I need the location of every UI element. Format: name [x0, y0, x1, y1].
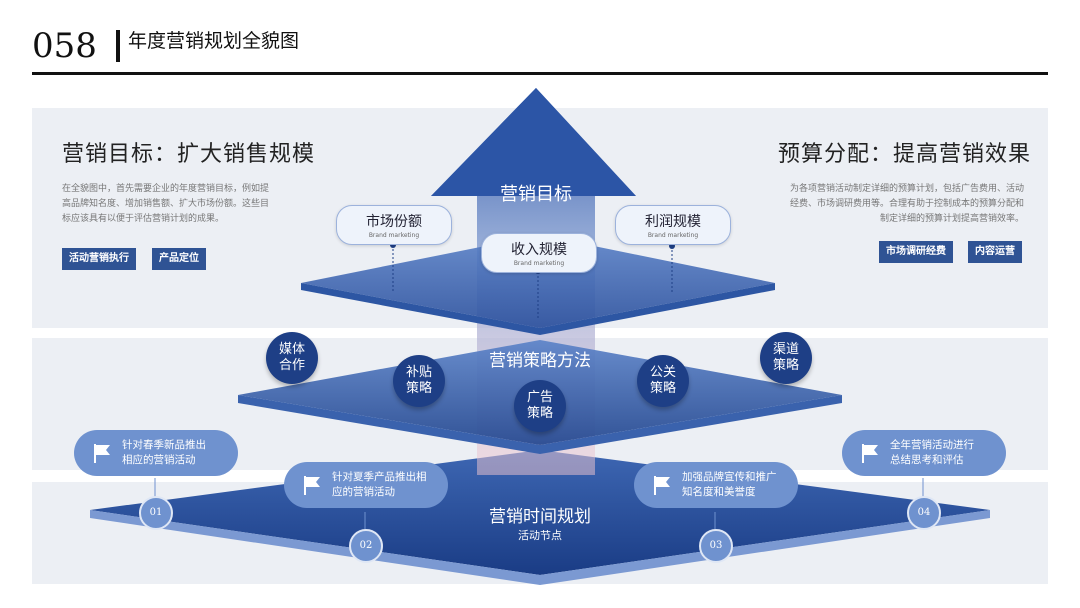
- milestone-number: 01: [139, 496, 173, 530]
- right-desc-line: 为各项营销活动制定详细的预算计划，包括广告费用、活动: [789, 184, 1024, 194]
- circle-line: 广告: [526, 390, 553, 405]
- header-divider: [116, 30, 120, 62]
- milestone-line: 全年营销活动进行: [890, 439, 974, 451]
- left-desc-line: 高品牌知名度、增加销售额、扩大市场份额。这些目: [62, 199, 270, 209]
- arrow-label: 营销目标: [500, 184, 572, 205]
- circle-line: 策略: [772, 358, 799, 373]
- left-desc-line: 标应该具有以便于评估营销计划的成果。: [62, 214, 225, 224]
- right-desc-line: 制定详细的预算计划提高营销效率。: [879, 214, 1024, 224]
- pill-subtitle: Brand marketing: [368, 232, 420, 239]
- milestone-number: 02: [349, 529, 383, 563]
- milestone-line: 相应的营销活动: [122, 454, 196, 466]
- strategy-pr: 公关 策略: [637, 355, 689, 407]
- milestone-01: 针对春季新品推出相应的营销活动: [74, 430, 238, 476]
- circle-line: 策略: [405, 381, 432, 396]
- pill-title: 市场份额: [366, 214, 422, 230]
- strategy-subsidy: 补贴 策略: [393, 355, 445, 407]
- tag-content-operation: 内容运营: [968, 241, 1022, 263]
- middle-layer-label: 营销策略方法: [489, 351, 591, 371]
- circle-line: 公关: [649, 365, 676, 380]
- tag-activity-marketing: 活动营销执行: [62, 248, 136, 270]
- bottom-layer-label: 营销时间规划: [489, 507, 591, 527]
- pill-revenue-scale: 收入规模 Brand marketing: [481, 233, 597, 273]
- milestone-line: 针对春季新品推出: [122, 439, 206, 451]
- right-desc-line: 经费、市场调研费用等。合理有助于控制成本的预算分配和: [789, 199, 1024, 209]
- pill-profit-scale: 利润规模 Brand marketing: [615, 205, 731, 245]
- left-description: 在全貌图中，首先需要企业的年度营销目标，例如提 高品牌知名度、增加销售额、扩大市…: [62, 182, 332, 227]
- flag-icon: [862, 444, 878, 463]
- strategy-channel: 渠道 策略: [760, 332, 812, 384]
- milestone-number: 03: [699, 529, 733, 563]
- strategy-media: 媒体 合作: [266, 332, 318, 384]
- circle-line: 策略: [649, 381, 676, 396]
- pill-market-share: 市场份额 Brand marketing: [336, 205, 452, 245]
- milestone-line: 知名度和美誉度: [682, 486, 756, 498]
- pill-title: 收入规模: [511, 242, 567, 258]
- milestone-number: 04: [907, 496, 941, 530]
- circle-line: 合作: [278, 358, 305, 373]
- right-title: 预算分配：提高营销效果: [778, 142, 1032, 167]
- left-desc-line: 在全貌图中，首先需要企业的年度营销目标，例如提: [62, 184, 270, 194]
- header-rule: [32, 72, 1048, 75]
- milestone-line: 总结思考和评估: [890, 454, 964, 466]
- milestone-03: 加强品牌宣传和推广知名度和美誉度: [634, 462, 798, 508]
- tag-market-research-budget: 市场调研经费: [879, 241, 953, 263]
- circle-line: 补贴: [405, 365, 432, 380]
- right-description: 为各项营销活动制定详细的预算计划，包括广告费用、活动 经费、市场调研费用等。合理…: [728, 182, 1024, 227]
- slide-number: 058: [32, 26, 97, 66]
- milestone-02: 针对夏季产品推出相应的营销活动: [284, 462, 448, 508]
- left-title: 营销目标：扩大销售规模: [62, 142, 316, 167]
- pill-subtitle: Brand marketing: [513, 260, 565, 267]
- flag-icon: [304, 476, 320, 495]
- milestone-line: 应的营销活动: [332, 486, 395, 498]
- arrow-head: [431, 88, 636, 196]
- pill-subtitle: Brand marketing: [647, 232, 699, 239]
- circle-line: 媒体: [278, 342, 305, 357]
- flag-icon: [654, 476, 670, 495]
- circle-line: 渠道: [772, 342, 799, 357]
- flag-icon: [94, 444, 110, 463]
- milestone-line: 加强品牌宣传和推广: [682, 471, 777, 483]
- tag-product-positioning: 产品定位: [152, 248, 206, 270]
- pill-title: 利润规模: [645, 214, 701, 230]
- strategy-advertising: 广告 策略: [514, 380, 566, 432]
- circle-line: 策略: [526, 406, 553, 421]
- milestone-04: 全年营销活动进行总结思考和评估: [842, 430, 1006, 476]
- bottom-layer-sublabel: 活动节点: [518, 529, 562, 542]
- milestone-line: 针对夏季产品推出相: [332, 471, 427, 483]
- page-title: 年度营销规划全貌图: [128, 30, 300, 52]
